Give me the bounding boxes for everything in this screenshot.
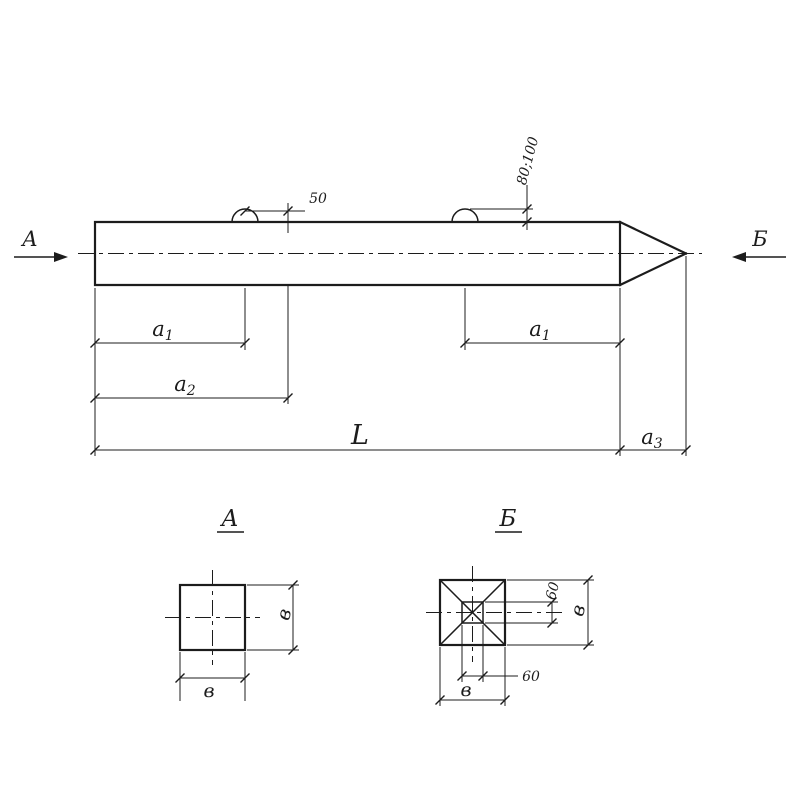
section-a-dimension-lines	[180, 585, 294, 679]
lifting-loop-right	[451, 208, 479, 223]
section-cut-arrow-a-icon	[54, 252, 68, 262]
dim-loop-height-label: 80;100	[514, 135, 542, 187]
dim-a1-right-base: а	[529, 317, 542, 341]
lifting-loop-left	[231, 208, 259, 223]
dim-a1-left-label: а1	[152, 317, 173, 344]
section-a-side-label: в	[272, 606, 296, 622]
section-b-extension-lines	[439, 579, 594, 706]
section-a-centerlines	[165, 570, 260, 665]
dim-a2-base: а	[174, 372, 187, 396]
section-b-title: Б	[499, 506, 517, 532]
main-dimension-ticks	[90, 204, 691, 455]
dim-length-label: L	[350, 420, 369, 451]
section-b-side-label: в	[566, 602, 590, 618]
pile-outline	[93, 220, 622, 287]
section-a-title: А	[219, 506, 238, 532]
dim-a2-label: а2	[174, 372, 196, 399]
section-a-extension-lines	[179, 584, 299, 701]
dim-a1-right-sub: 1	[542, 328, 551, 344]
dim-a2-sub: 2	[186, 383, 196, 399]
section-b-tip-diagonals	[439, 579, 506, 646]
section-b-centerlines	[426, 566, 562, 662]
section-cut-arrow-b-icon	[732, 252, 746, 262]
dim-a1-left-sub: 1	[165, 328, 174, 344]
dim-a3-label: а3	[641, 425, 663, 452]
dim-a1-right-label: а1	[529, 317, 550, 344]
main-dimension-lines	[95, 185, 686, 451]
section-cut-label-b: Б	[751, 227, 767, 251]
dim-a3-sub: 3	[654, 436, 663, 452]
dim-a3-base: а	[641, 425, 654, 449]
section-a-dimension-ticks	[175, 580, 298, 683]
section-b-dimension-lines	[440, 580, 589, 701]
dim-a1-left-base: а	[152, 317, 165, 341]
section-a-width-label: в	[203, 680, 214, 702]
pile-tip	[618, 220, 688, 287]
section-b-dimension-ticks	[435, 575, 593, 705]
dim-50-label: 50	[309, 191, 327, 207]
section-b-tip-height-label: 60	[543, 580, 563, 601]
main-extension-lines	[94, 203, 687, 456]
section-b-tip-width-label: 60	[522, 669, 540, 685]
section-cut-label-a: А	[20, 227, 38, 251]
section-b-width-label: в	[460, 679, 471, 701]
